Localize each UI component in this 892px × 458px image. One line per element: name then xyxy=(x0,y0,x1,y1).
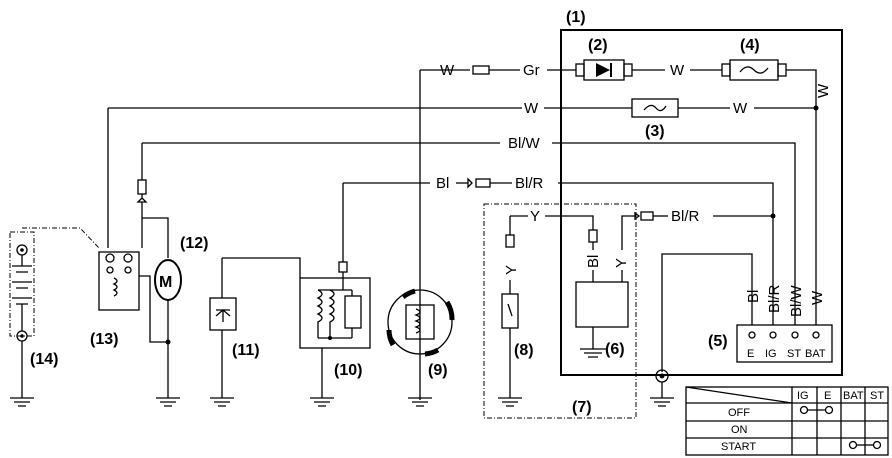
wire-label-blr-5: Bl/R xyxy=(766,284,783,313)
unit-13-box xyxy=(98,251,140,311)
table-header-st: ST xyxy=(870,390,884,402)
wire-label-bl-5: Bl xyxy=(745,290,762,303)
unit-6-box xyxy=(575,281,629,328)
ground-8 xyxy=(498,397,522,407)
label-12: (12) xyxy=(180,235,208,252)
label-10: (10) xyxy=(334,362,362,379)
wire-label-w-3b: W xyxy=(733,100,748,117)
ground-6 xyxy=(580,348,606,358)
wire-label-w-vert-top: W xyxy=(815,83,832,98)
terminal-bat: BAT xyxy=(805,348,826,360)
table-row-start: START xyxy=(721,441,756,453)
unit-9-circle xyxy=(387,289,453,355)
wire-label-blw: Bl/W xyxy=(508,135,541,152)
diode-icon xyxy=(596,63,610,77)
wire-label-w-5: W xyxy=(809,290,826,305)
ignition-switch-table: IG E BAT ST OFF ON START xyxy=(685,386,889,456)
wire-label-y-top: Y xyxy=(530,208,540,225)
table-header-bat: BAT xyxy=(843,390,864,402)
unit-11-box xyxy=(209,297,237,331)
motor-icon: M xyxy=(159,274,172,291)
table-header-ig: IG xyxy=(797,390,809,402)
label-1: (1) xyxy=(566,9,586,26)
battery-icon xyxy=(12,255,32,331)
unit-1-box xyxy=(560,29,843,376)
ground-11 xyxy=(210,397,234,407)
ground-12 xyxy=(156,397,180,407)
table-row-off: OFF xyxy=(728,407,750,419)
label-14: (14) xyxy=(30,351,58,368)
wire-label-w-3: W xyxy=(524,100,539,117)
wire-label-bl-6: Bl xyxy=(585,255,602,268)
label-8: (8) xyxy=(514,342,534,359)
label-5: (5) xyxy=(708,333,728,350)
fuse-3-icon xyxy=(643,104,667,112)
label-4: (4) xyxy=(740,37,760,54)
wire-label-y-8: Y xyxy=(503,265,520,275)
label-6: (6) xyxy=(605,341,625,358)
wire-label-gr: Gr xyxy=(523,62,540,79)
wire-label-blw-5: Bl/W xyxy=(788,284,805,317)
terminal-st: ST xyxy=(787,348,801,360)
wire-label-y-6: Y xyxy=(613,258,630,268)
connector-top xyxy=(472,65,490,75)
table-row-on: ON xyxy=(731,424,748,436)
ground-14 xyxy=(10,397,34,407)
ground-10 xyxy=(310,397,334,407)
fuse-3 xyxy=(631,98,679,118)
unit-7-box xyxy=(483,203,637,419)
wire-label-w-top: W xyxy=(440,62,455,79)
table-header-e: E xyxy=(824,390,831,402)
terminal-ig: IG xyxy=(765,348,777,360)
label-2: (2) xyxy=(588,37,608,54)
unit-5-box xyxy=(736,324,833,363)
fuse-icon xyxy=(739,66,769,74)
terminal-e: E xyxy=(747,348,754,360)
ground-9 xyxy=(408,397,432,407)
wire-label-bl-1: Bl xyxy=(436,175,449,192)
ground-body xyxy=(650,397,674,407)
label-13: (13) xyxy=(90,331,118,348)
label-9: (9) xyxy=(428,362,448,379)
label-7: (7) xyxy=(572,399,592,416)
wire-label-blr-2: Bl/R xyxy=(671,208,700,225)
label-11: (11) xyxy=(232,342,260,359)
wire-label-blr-1: Bl/R xyxy=(515,175,544,192)
unit-10-box xyxy=(299,277,371,349)
label-3: (3) xyxy=(645,123,665,140)
wire-label-w-2: W xyxy=(670,62,685,79)
